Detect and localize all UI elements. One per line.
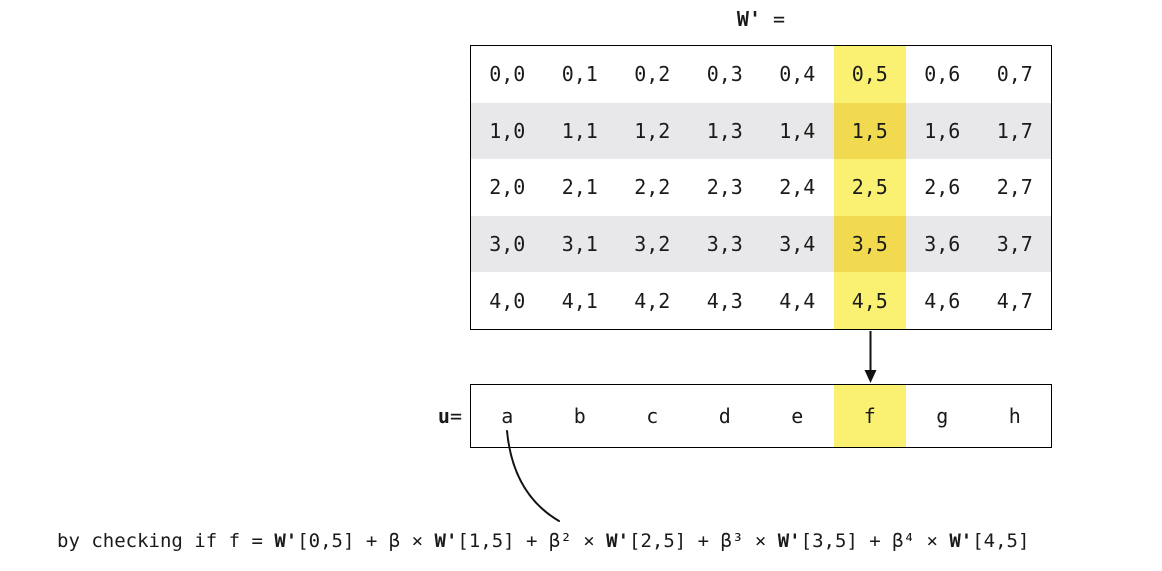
matrix-cell: 3,3 xyxy=(706,232,743,257)
matrix-cell: 0,6 xyxy=(924,62,961,87)
formula-text: [2,5] + β³ × xyxy=(629,530,778,552)
matrix-cell: 0,0 xyxy=(489,62,526,87)
matrix-title-symbol: W' xyxy=(736,7,761,31)
vector-label-equals: = xyxy=(449,404,462,428)
matrix-cell: 1,6 xyxy=(924,118,961,143)
vector-cell: c xyxy=(646,404,659,428)
vector-cell: d xyxy=(718,404,731,428)
matrix-row: 4,0 4,1 4,2 4,3 4,4 4,5 4,6 4,7 xyxy=(471,272,1051,329)
matrix-cell: 1,4 xyxy=(779,118,816,143)
vector-cell: g xyxy=(936,404,949,428)
matrix-cell: 1,0 xyxy=(489,118,526,143)
matrix-row: 0,0 0,1 0,2 0,3 0,4 0,5 0,6 0,7 xyxy=(471,46,1051,103)
matrix-cell: 2,3 xyxy=(706,175,743,200)
vector-cell: b xyxy=(573,404,586,428)
formula-text: [4,5] xyxy=(972,530,1030,552)
matrix-cell: 4,3 xyxy=(706,288,743,313)
formula-text: by checking if f = xyxy=(57,530,275,552)
matrix-cell: 1,7 xyxy=(996,118,1033,143)
matrix-row: 3,0 3,1 3,2 3,3 3,4 3,5 3,6 3,7 xyxy=(471,215,1051,273)
matrix-cell: 3,6 xyxy=(924,232,961,257)
vector-cell: a xyxy=(501,404,514,428)
vector-row: a b c d e f g h xyxy=(470,384,1052,448)
matrix-cell: 4,5 xyxy=(833,272,906,329)
matrix-cell: 2,1 xyxy=(561,175,598,200)
matrix-cell: 1,1 xyxy=(561,118,598,143)
formula-matrix-symbol: W' xyxy=(274,530,298,552)
matrix-cell: 4,7 xyxy=(996,288,1033,313)
formula-matrix-symbol: W' xyxy=(777,530,801,552)
matrix-cell: 3,5 xyxy=(833,215,906,273)
matrix-cell: 1,5 xyxy=(833,102,906,160)
vector-cell: f xyxy=(833,385,906,447)
matrix-cell: 0,2 xyxy=(634,62,671,87)
matrix-cell: 0,7 xyxy=(996,62,1033,87)
formula-text: [1,5] + β² × xyxy=(457,530,607,552)
matrix-cell: 4,0 xyxy=(489,288,526,313)
matrix-cell: 2,7 xyxy=(996,175,1033,200)
matrix-cell: 3,4 xyxy=(779,232,816,257)
matrix-cell: 0,4 xyxy=(779,62,816,87)
vector-label-symbol: u xyxy=(437,404,450,428)
formula-text: [3,5] + β⁴ × xyxy=(800,530,950,552)
matrix-cell: 0,3 xyxy=(706,62,743,87)
column-to-f-arrowhead-icon xyxy=(864,370,877,383)
matrix-cell: 3,1 xyxy=(561,232,598,257)
matrix-cell: 2,6 xyxy=(924,175,961,200)
matrix-cell: 4,6 xyxy=(924,288,961,313)
matrix-cell: 2,5 xyxy=(833,159,906,216)
vector-label: u= xyxy=(390,404,462,428)
vector-cell: h xyxy=(1008,404,1021,428)
formula-matrix-symbol: W' xyxy=(434,530,458,552)
matrix-cell: 2,2 xyxy=(634,175,671,200)
matrix-cell: 0,5 xyxy=(833,46,906,103)
matrix-cell: 4,4 xyxy=(779,288,816,313)
formula: by checking if f = W'[0,5] + β × W'[1,5]… xyxy=(57,529,1029,553)
matrix-row: 1,0 1,1 1,2 1,3 1,4 1,5 1,6 1,7 xyxy=(471,102,1051,160)
vector-cell: e xyxy=(791,404,804,428)
matrix-cell: 3,2 xyxy=(634,232,671,257)
formula-matrix-symbol: W' xyxy=(606,530,630,552)
matrix-cell: 0,1 xyxy=(561,62,598,87)
matrix-cell: 3,0 xyxy=(489,232,526,257)
matrix-cell: 4,1 xyxy=(561,288,598,313)
matrix-cell: 2,4 xyxy=(779,175,816,200)
matrix-title: W' = xyxy=(470,6,1052,32)
formula-matrix-symbol: W' xyxy=(949,530,973,552)
matrix-cell: 2,0 xyxy=(489,175,526,200)
matrix-cell: 3,7 xyxy=(996,232,1033,257)
matrix-row: 2,0 2,1 2,2 2,3 2,4 2,5 2,6 2,7 xyxy=(471,159,1051,216)
matrix-cell: 4,2 xyxy=(634,288,671,313)
matrix-cell: 1,3 xyxy=(706,118,743,143)
formula-text: [0,5] + β × xyxy=(297,530,435,552)
matrix-title-equals: = xyxy=(761,7,786,31)
matrix-cell: 1,2 xyxy=(634,118,671,143)
